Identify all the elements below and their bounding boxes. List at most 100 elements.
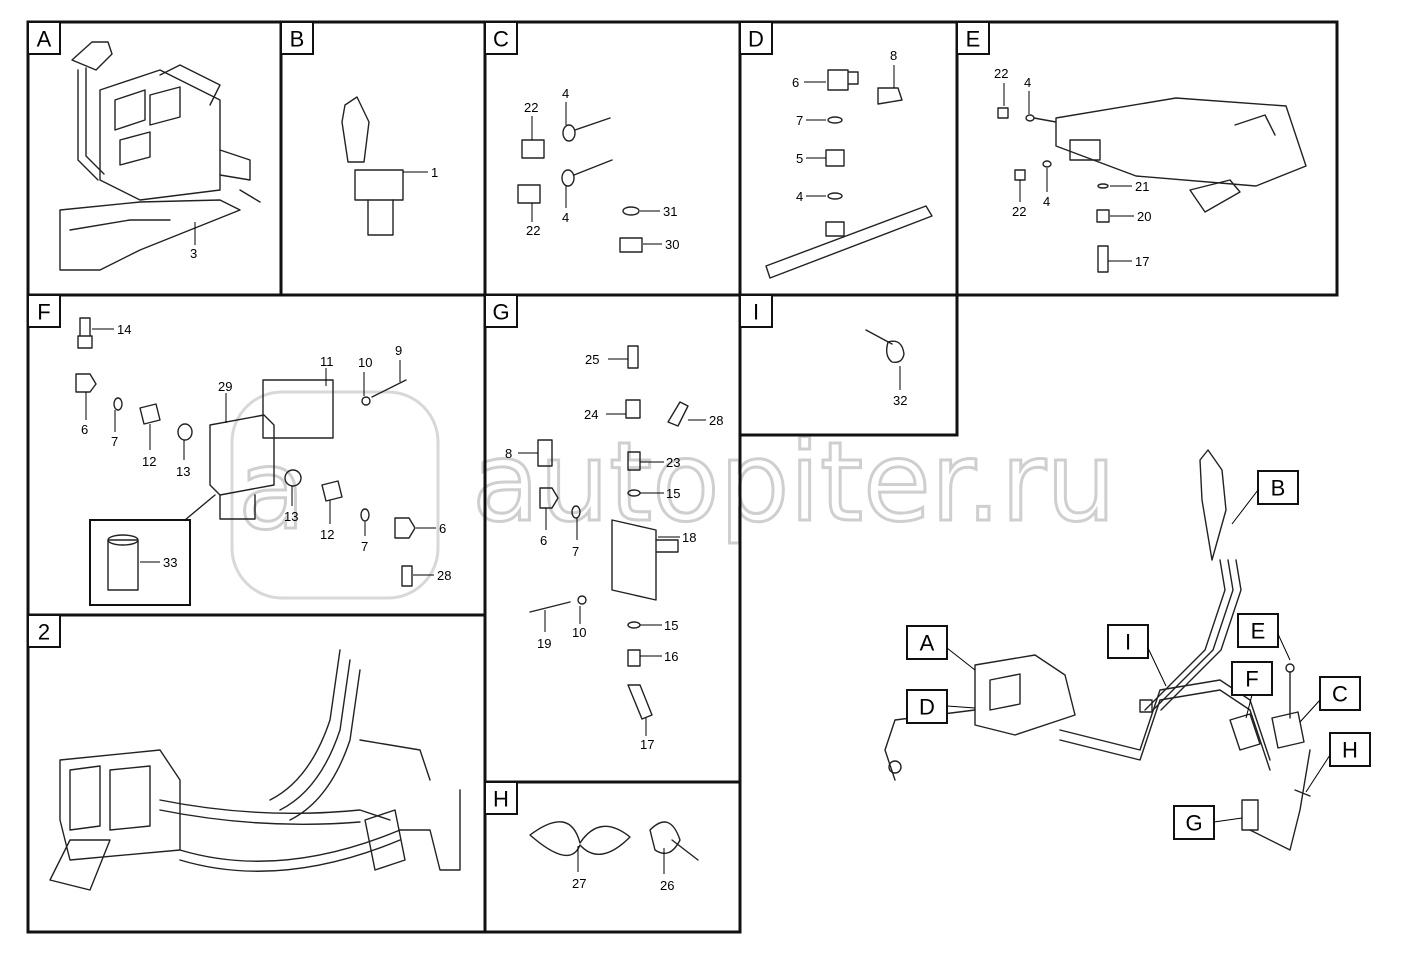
panel-f-label: F: [37, 300, 50, 325]
panel-c-label: C: [493, 27, 509, 52]
joystick-drawing: [341, 96, 404, 236]
overview-label-a: A: [920, 631, 935, 656]
fittings-drawing: [765, 69, 933, 279]
overview-assembly: B A I E F C D H G: [884, 449, 1371, 851]
callout-16: 16: [664, 649, 678, 664]
overview-label-g: G: [1185, 811, 1202, 836]
panel-b-label: B: [290, 27, 305, 52]
callout-3: 3: [190, 246, 197, 261]
callout-26: 26: [660, 878, 674, 893]
callout-22a: 22: [524, 100, 538, 115]
callout-g-17: 17: [640, 737, 654, 752]
callout-g-15b: 15: [664, 618, 678, 633]
callout-f-6b: 6: [439, 521, 446, 536]
panel-i-label: I: [753, 300, 759, 325]
panel-b: B 1: [279, 20, 487, 297]
panel-g-label: G: [492, 300, 509, 325]
overview-label-c: C: [1332, 682, 1348, 707]
callout-9: 9: [395, 343, 402, 358]
callout-e-22a: 22: [994, 66, 1008, 81]
callout-6: 6: [792, 75, 799, 90]
hose-routing-drawing: [49, 649, 461, 891]
callout-4b: 4: [562, 210, 569, 225]
overview-label-f: F: [1245, 667, 1258, 692]
callout-e-4b: 4: [1043, 194, 1050, 209]
panel-h-label: H: [493, 787, 509, 812]
callout-27: 27: [572, 876, 586, 891]
panel-f: F 14 11 10 9: [26, 293, 487, 617]
callout-32: 32: [893, 393, 907, 408]
callout-8: 8: [890, 48, 897, 63]
panel-d: D 8 6 7 5 4: [738, 20, 959, 297]
panel-c: C 22 4 4 22 31 30: [483, 20, 742, 297]
panel-e-label: E: [966, 27, 981, 52]
callout-f-12b: 12: [320, 527, 334, 542]
callout-7: 7: [796, 113, 803, 128]
callout-11: 11: [320, 354, 334, 369]
callout-e-17: 17: [1135, 254, 1149, 269]
callout-4: 4: [796, 189, 803, 204]
callout-g-7: 7: [572, 544, 579, 559]
callout-25: 25: [585, 352, 599, 367]
overview-label-h: H: [1342, 738, 1358, 763]
valve-body-drawing: [529, 345, 689, 720]
watermark-a-glyph: a: [238, 426, 305, 554]
callout-24: 24: [584, 407, 598, 422]
callout-31: 31: [663, 204, 677, 219]
callout-21: 21: [1135, 179, 1149, 194]
overview-label-b: B: [1271, 476, 1286, 501]
panel-i-border: [738, 293, 959, 437]
panel-h-border: [483, 780, 742, 934]
panel-e-border: [955, 20, 1339, 297]
callout-1: 1: [431, 165, 438, 180]
callout-f-13a: 13: [176, 464, 190, 479]
callout-14: 14: [117, 322, 131, 337]
callout-f-13b: 13: [284, 509, 298, 524]
cable-ties-drawing: [529, 821, 699, 861]
callout-20: 20: [1137, 209, 1151, 224]
hydraulic-valve-block-drawing: [59, 41, 261, 271]
panel-d-label: D: [748, 27, 764, 52]
callout-19: 19: [537, 636, 551, 651]
panel-2-label: 2: [38, 620, 50, 645]
callout-f-12a: 12: [142, 454, 156, 469]
panel-i: I 32: [738, 293, 959, 437]
panel-h: H 27 26: [483, 780, 742, 934]
panel-d-border: [738, 20, 959, 297]
callout-f-6a: 6: [81, 422, 88, 437]
callout-30: 30: [665, 237, 679, 252]
callout-f-7b: 7: [361, 539, 368, 554]
panel-2-border: [26, 613, 487, 934]
watermark: a autopiter.ru: [230, 390, 1117, 600]
callout-33: 33: [163, 555, 177, 570]
overview-label-d: D: [919, 695, 935, 720]
overview-label-i: I: [1125, 630, 1131, 655]
panel-2: 2: [26, 613, 487, 934]
panel-a-border: [26, 20, 283, 297]
plugs-and-seals-drawing: [517, 117, 643, 253]
callout-g-15a: 15: [666, 486, 680, 501]
overview-label-e: E: [1251, 619, 1266, 644]
callout-5: 5: [796, 151, 803, 166]
callout-g-6: 6: [540, 533, 547, 548]
callout-29: 29: [218, 379, 232, 394]
callout-e-22b: 22: [1012, 204, 1026, 219]
callout-g-28: 28: [709, 413, 723, 428]
watermark-text: autopiter.ru: [472, 418, 1116, 546]
panel-e: E 22 4 21 22 4 20 17: [955, 20, 1339, 297]
callout-22b: 22: [526, 223, 540, 238]
callout-f-28: 28: [437, 568, 451, 583]
callout-4a: 4: [562, 86, 569, 101]
callout-f-10: 10: [358, 355, 372, 370]
panel-a-label: A: [37, 27, 52, 52]
panel-a: A 3: [26, 20, 283, 297]
clamp-drawing: [865, 329, 905, 364]
callout-18: 18: [682, 530, 696, 545]
callout-e-4a: 4: [1024, 75, 1031, 90]
callout-23: 23: [666, 455, 680, 470]
callout-g-10: 10: [572, 625, 586, 640]
panel-b-border: [279, 20, 487, 297]
callout-f-7a: 7: [111, 434, 118, 449]
tank-drawing: [997, 97, 1307, 273]
